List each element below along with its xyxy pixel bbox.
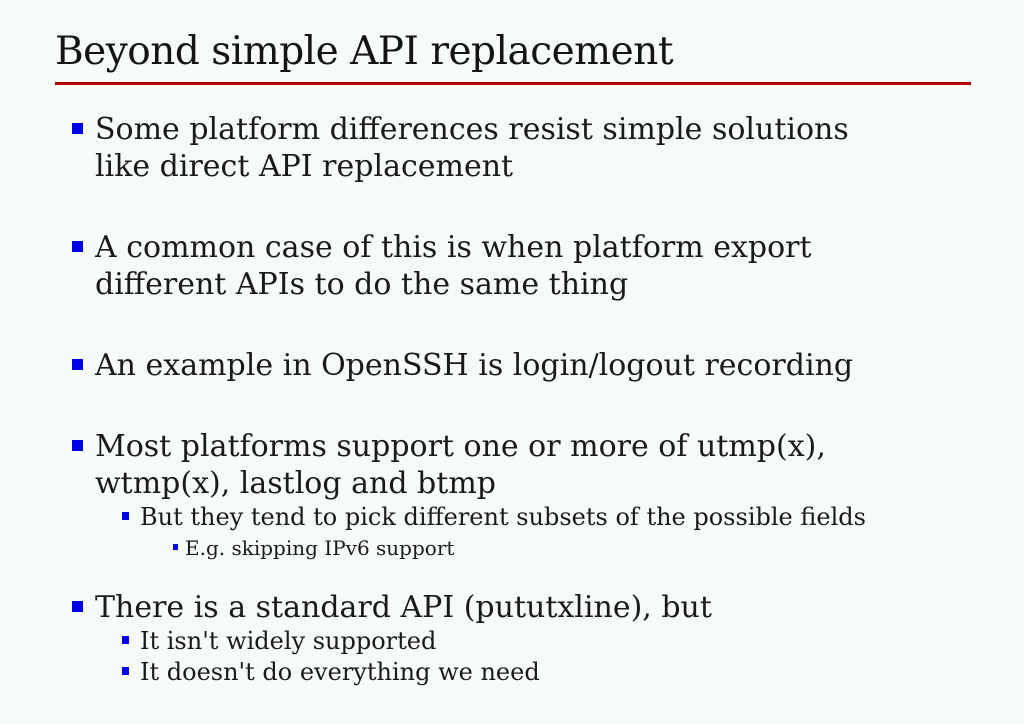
page-title: Beyond simple API replacement — [55, 29, 674, 74]
list-item: An example in OpenSSH is login/logout re… — [0, 347, 1024, 384]
sub-bullet-square-icon — [122, 667, 129, 675]
bullet-square-icon — [72, 241, 83, 252]
bullet-text: wtmp(x), lastlog and btmp — [95, 466, 496, 501]
sub-list-item: It doesn't do everything we need — [0, 657, 1024, 688]
bullet-square-icon — [72, 359, 83, 370]
sub-bullet-square-icon — [122, 636, 129, 644]
sub-list-item: It isn't widely supported — [0, 626, 1024, 657]
bullet-square-icon — [72, 440, 83, 451]
slide-header: Beyond simple API replacement — [0, 28, 1024, 85]
bullet-text: An example in OpenSSH is login/logout re… — [95, 348, 854, 383]
bullet-text: different APIs to do the same thing — [95, 267, 629, 302]
list-item: A common case of this is when platform e… — [0, 229, 1024, 303]
sub-list-item: But they tend to pick different subsets … — [0, 502, 1024, 533]
bullet-text: It isn't widely supported — [140, 627, 437, 655]
list-item: There is a standard API (pututxline), bu… — [0, 589, 1024, 626]
list-item: Some platform differences resist simple … — [0, 111, 1024, 185]
bullet-text: There is a standard API (pututxline), bu… — [95, 590, 712, 625]
bullet-text: But they tend to pick different subsets … — [140, 503, 866, 531]
sub-sub-list-item: E.g. skipping IPv6 support — [0, 533, 1024, 563]
title-underline — [55, 82, 971, 85]
bullet-text: Some platform differences resist simple … — [95, 112, 849, 147]
bullet-list: Some platform differences resist simple … — [0, 111, 1024, 688]
bullet-text: Most platforms support one or more of ut… — [95, 429, 826, 464]
bullet-square-icon — [72, 123, 83, 134]
sub-bullet-square-icon — [122, 512, 129, 520]
bullet-text: like direct API replacement — [95, 149, 514, 184]
bullet-text: A common case of this is when platform e… — [95, 230, 812, 265]
bullet-text: E.g. skipping IPv6 support — [185, 536, 455, 560]
list-item: Most platforms support one or more of ut… — [0, 428, 1024, 502]
bullet-text: It doesn't do everything we need — [140, 658, 540, 686]
bullet-square-icon — [72, 601, 83, 612]
sub-sub-bullet-square-icon — [173, 544, 178, 550]
